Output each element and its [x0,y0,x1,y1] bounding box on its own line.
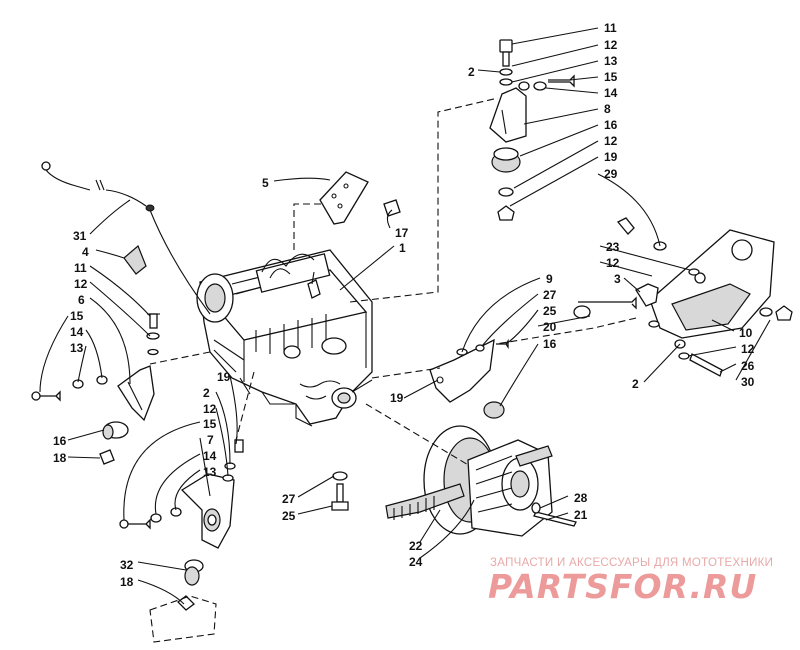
callout-c-23: 23 [606,240,620,254]
callout-c-12c: 12 [606,256,620,270]
callout-c-16c: 16 [53,434,67,448]
callout-c-15b: 15 [70,309,84,323]
callout-c-2a: 2 [468,65,475,79]
callout-c-29: 29 [604,167,618,181]
callout-c-25b: 25 [282,509,296,523]
callout-c-22: 22 [409,539,423,553]
watermark-logo: PARTSFOR.RU [488,567,758,606]
callout-c-12a: 12 [604,38,618,52]
callout-c-12d: 12 [74,277,88,291]
callout-c-18b: 18 [120,575,134,589]
callout-c-7: 7 [207,433,214,447]
callout-c-9: 9 [546,272,553,286]
front-left-mount [31,313,160,465]
callout-c-17: 17 [395,226,409,240]
front-lower-mount [119,439,244,643]
callout-c-13c: 13 [203,465,217,479]
callout-c-16a: 16 [604,118,618,132]
callout-c-25a: 25 [543,304,557,318]
callout-c-10: 10 [739,326,753,340]
callout-c-19b: 19 [217,370,231,384]
watermark-caption: ЗАПЧАСТИ И АКСЕССУАРЫ ДЛЯ МОТОТЕХНИКИ [490,557,774,569]
callout-c-28: 28 [574,491,588,505]
callout-c-32: 32 [120,558,134,572]
callout-c-12e: 12 [741,342,755,356]
engine-assembly [196,249,373,427]
callout-c-30: 30 [741,375,755,389]
rear-right-plate [573,217,793,377]
callout-c-12b: 12 [604,134,618,148]
rear-upper-mount [489,39,575,221]
callout-c-6: 6 [78,293,85,307]
callout-c-15c: 15 [203,417,217,431]
drive-clutch [385,425,577,537]
callout-c-8: 8 [604,102,611,116]
callout-c-12f: 12 [203,402,217,416]
callout-c-11a: 11 [604,21,617,35]
callout-c-24: 24 [409,555,423,569]
rear-mid-bracket [429,338,509,419]
callout-c-27a: 27 [543,288,557,302]
callout-c-16b: 16 [543,337,557,351]
callout-c-1: 1 [399,241,406,255]
callout-c-21: 21 [574,508,588,522]
throttle-cable [41,161,211,315]
callout-c-15a: 15 [604,70,618,84]
callout-c-11b: 11 [74,261,87,275]
callout-c-27b: 27 [282,492,296,506]
callout-c-14c: 14 [203,449,217,463]
assembly-guides [149,97,637,467]
bolt-25 [331,471,349,511]
callout-c-14b: 14 [70,325,84,339]
callout-c-26: 26 [741,359,755,373]
callout-c-19c: 19 [390,391,404,405]
callout-c-3: 3 [614,272,621,286]
callout-c-4: 4 [82,245,89,259]
callout-c-2b: 2 [632,377,639,391]
callout-c-31: 31 [73,229,87,243]
callout-c-20: 20 [543,320,557,334]
callout-c-18a: 18 [53,451,67,465]
callout-c-13b: 13 [70,341,84,355]
callout-c-19a: 19 [604,150,618,164]
callout-c-5: 5 [262,176,269,190]
callout-c-14a: 14 [604,86,618,100]
callout-c-2c: 2 [203,386,210,400]
part-5-bracket [319,171,401,225]
callout-c-13a: 13 [604,54,618,68]
part-4-bracket [123,244,147,275]
leader-lines [39,27,771,605]
